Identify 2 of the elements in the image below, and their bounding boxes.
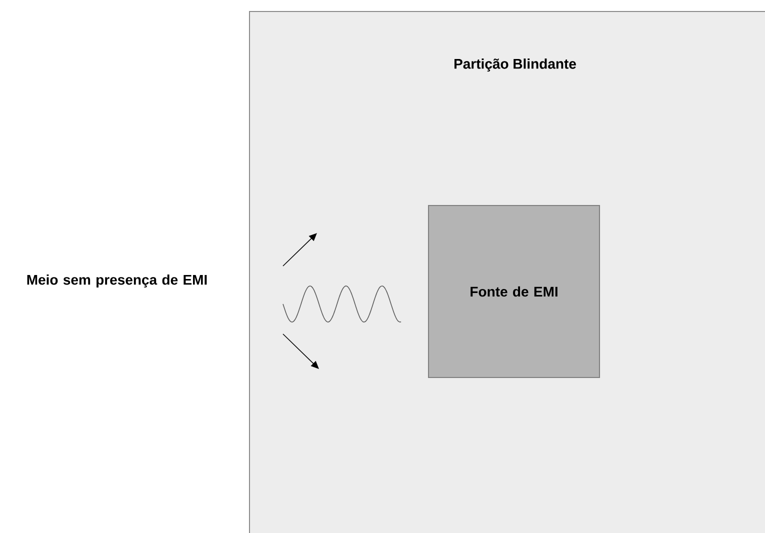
label-text: Meio sem presença de EMI bbox=[27, 274, 207, 288]
source-box: Fonte de EMI bbox=[428, 205, 600, 378]
